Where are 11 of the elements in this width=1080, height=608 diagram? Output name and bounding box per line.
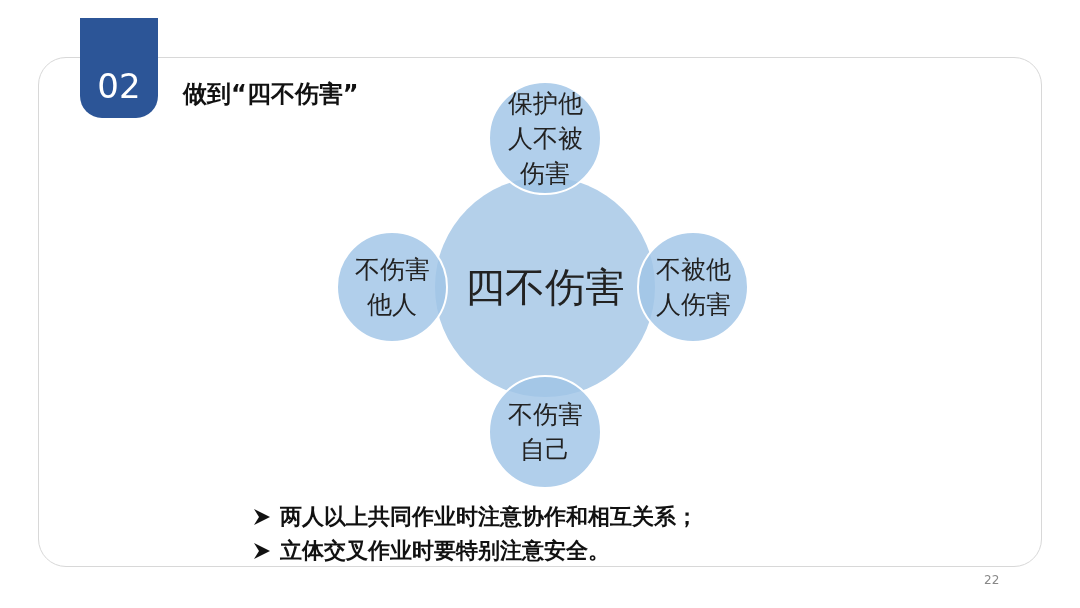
section-number: 02 (97, 65, 141, 106)
node-text: 不伤害自己 (506, 399, 584, 466)
slide-title: 做到“四不伤害” (183, 79, 359, 110)
node-text: 四不伤害 (465, 269, 625, 305)
node-text: 不伤害他人 (353, 254, 431, 321)
number-tab (80, 18, 158, 118)
page-number: 22 (984, 573, 1000, 587)
bullet-text: 立体交叉作业时要特别注意安全。 (280, 537, 610, 565)
bullet-text: 两人以上共同作业时注意协作和相互关系； (280, 503, 698, 531)
node-text: 不被他人伤害 (654, 254, 732, 321)
node-text: 保护他人不被伤害 (506, 87, 584, 190)
